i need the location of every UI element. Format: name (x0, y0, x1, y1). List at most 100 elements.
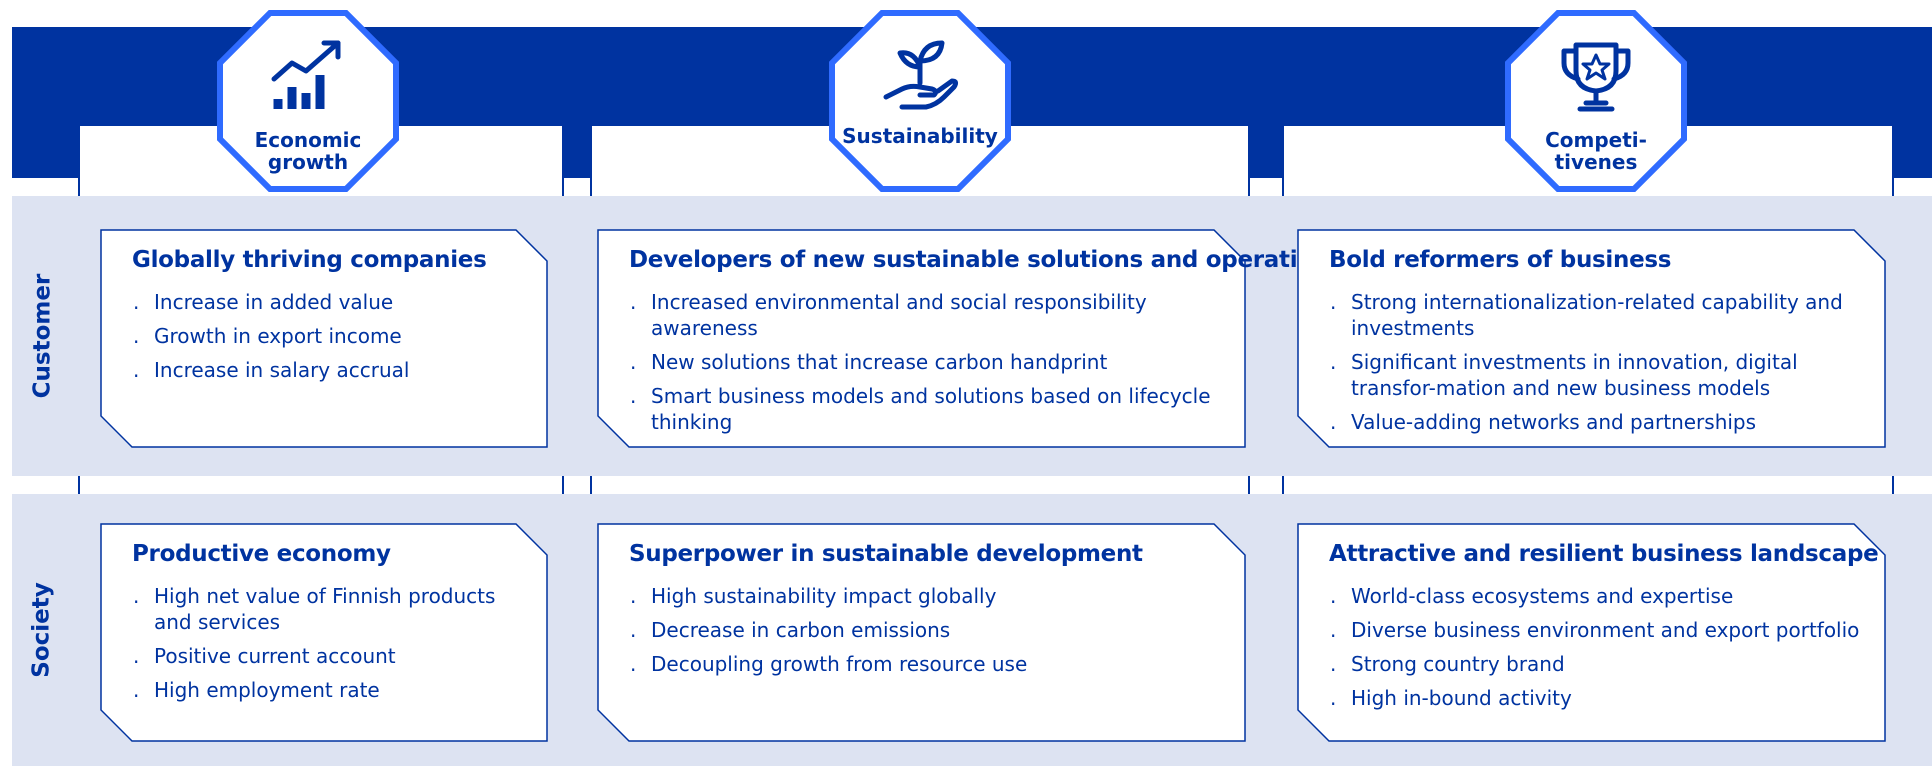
card-content: Attractive and resilient business landsc… (1329, 541, 1879, 719)
bullet-marker: . (630, 617, 637, 642)
bullet-marker: . (1330, 617, 1337, 642)
card-bullet-item: . Smart business models and solutions bas… (629, 383, 1228, 435)
card-bullet-item: . Positive current account (132, 643, 530, 669)
card-content: Developers of new sustainable solutions … (629, 247, 1343, 443)
card-title: Productive economy (132, 541, 391, 567)
card-bullet-item: .Increase in salary accrual (132, 357, 530, 383)
outcome-card: Developers of new sustainable solutions … (597, 229, 1343, 448)
card-bullet-text: World-class ecosystems and expertise (1351, 583, 1734, 608)
card-bullet-list: . Increased environmental and social resp… (629, 289, 1228, 435)
bullet-marker: . (1330, 289, 1337, 314)
card-frame (100, 229, 548, 448)
card-bullet-text: High net value of Finnish products and s… (154, 583, 496, 634)
card-bullet-text: Decoupling growth from resource use (651, 651, 1028, 676)
card-bullet-list: . High net value of Finnish products and … (132, 583, 530, 703)
card-content: Bold reformers of business. Strong intern… (1329, 247, 1868, 443)
card-bullet-item: . Decoupling growth from resource use (629, 651, 1228, 677)
pillar-label-line: Economic (254, 128, 362, 152)
card-bullet-text: Strong internationalization-related capa… (1351, 289, 1843, 340)
pillar-label-line: Competi- (1545, 128, 1647, 152)
card-bullet-text: Strong country brand (1351, 651, 1565, 676)
outcome-card: Globally thriving companies.Increase in … (100, 229, 548, 448)
card-bullet-item: . Value-adding networks and partnerships (1329, 409, 1868, 435)
card-title: Developers of new sustainable solutions … (629, 247, 1343, 273)
card-bullet-list: . World-class ecosystems and expertise. Di… (1329, 583, 1868, 711)
card-bullet-item: .High employment rate (132, 677, 530, 703)
bullet-marker: . (630, 583, 637, 608)
bullet-marker: . (133, 583, 140, 608)
card-bullet-text: High sustainability impact globally (651, 583, 997, 608)
card-bullet-text: Smart business models and solutions base… (651, 383, 1211, 434)
bullet-marker: . (630, 651, 637, 676)
card-bullet-item: . Strong internationalization-related cap… (1329, 289, 1868, 341)
pillar-badge: Sustainability (828, 9, 1012, 193)
growth-chart-icon (271, 40, 341, 109)
bullet-marker: . (1330, 349, 1337, 374)
outcome-card: Productive economy. High net value of Fin… (100, 523, 548, 742)
bullet-marker: . (133, 643, 140, 668)
row-label-text: Customer (29, 273, 55, 399)
row-label: Customer (12, 196, 72, 476)
card-bullet-list: .High sustainability impact globally.Dec… (629, 583, 1228, 677)
card-bullet-text: Value-adding networks and partnerships (1351, 409, 1757, 434)
card-bullet-text: Significant investments in innovation, d… (1351, 349, 1798, 400)
outcome-card: Superpower in sustainable development. Hi… (597, 523, 1246, 742)
outcome-card: Attractive and resilient business landsc… (1297, 523, 1886, 742)
bullet-marker: . (630, 383, 637, 408)
pillar-label-line: growth (267, 150, 349, 174)
bullet-marker: . (1330, 651, 1337, 676)
bullet-marker: . (133, 289, 140, 314)
row-label: Society (12, 494, 72, 766)
card-frame (597, 523, 1246, 742)
pillar-badge: Competi-tivenes (1504, 9, 1688, 193)
card-bullet-text: High in-bound activity (1351, 685, 1572, 710)
card-content: Productive economy. High net value of Fin… (132, 541, 530, 711)
bullet-marker: . (630, 349, 637, 374)
card-title: Bold reformers of business (1329, 247, 1672, 273)
card-bullet-item: . New solutions that increase carbon hand… (629, 349, 1228, 375)
bullet-marker: . (630, 289, 637, 314)
pillar-label: Sustainability (828, 125, 1012, 147)
card-bullet-item: . Significant investments in innovation, … (1329, 349, 1868, 401)
card-bullet-text: Growth in export income (154, 323, 402, 348)
card-frame (597, 229, 1246, 448)
card-title: Superpower in sustainable development (629, 541, 1143, 567)
card-bullet-text: Increase in salary accrual (154, 357, 410, 382)
plant-in-hand-icon (883, 40, 959, 110)
card-bullet-item: . Increase in added value (132, 289, 530, 315)
card-bullet-item: . Increased environmental and social resp… (629, 289, 1228, 341)
card-bullet-text: Diverse business environment and export … (1351, 617, 1860, 642)
octagon-shape (829, 10, 1011, 192)
outcome-card: Bold reformers of business. Strong intern… (1297, 229, 1886, 448)
bullet-marker: . (1330, 409, 1337, 434)
card-bullet-text: New solutions that increase carbon handp… (651, 349, 1108, 374)
card-bullet-item: . Growth in export income (132, 323, 530, 349)
card-bullet-item: . Strong country brand (1329, 651, 1868, 677)
card-title: Globally thriving companies (132, 247, 487, 273)
bullet-marker: . (133, 323, 140, 348)
card-bullet-item: . High sustainability impact globally (629, 583, 1228, 609)
card-bullet-list: . Strong internationalization-related cap… (1329, 289, 1868, 435)
card-bullet-text: Positive current account (154, 643, 396, 668)
card-bullet-text: High employment rate (154, 677, 380, 702)
pillar-label: Competi-tivenes (1504, 129, 1688, 173)
row-label-text: Society (29, 582, 56, 678)
card-title: Attractive and resilient business landsc… (1329, 541, 1879, 567)
card-frame (100, 523, 548, 742)
card-frame (1297, 229, 1886, 448)
card-bullet-list: . Increase in added value. Growth in expor… (132, 289, 530, 383)
card-bullet-item: . Diverse business environment and export… (1329, 617, 1868, 643)
card-content: Globally thriving companies.Increase in … (132, 247, 530, 391)
card-bullet-text: Increase in added value (154, 289, 394, 314)
trophy-star-icon (1561, 42, 1631, 112)
card-bullet-item: .Decrease in carbon emissions (629, 617, 1228, 643)
card-content: Superpower in sustainable development. Hi… (629, 541, 1228, 685)
card-bullet-text: Increased environmental and social respo… (651, 289, 1147, 340)
card-bullet-item: . High in-bound activity (1329, 685, 1868, 711)
bullet-marker: . (1330, 685, 1337, 710)
pillar-label-line: tivenes (1554, 150, 1638, 174)
card-frame (1297, 523, 1886, 742)
